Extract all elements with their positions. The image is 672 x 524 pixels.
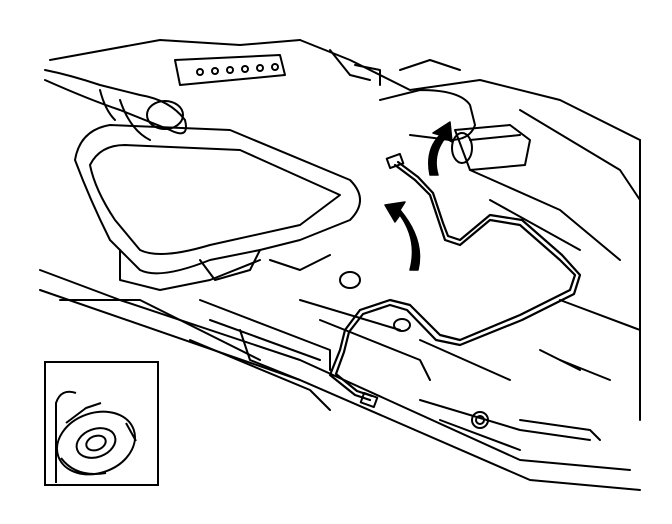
exhaust-pipe (44, 69, 187, 141)
arrow-up-left (384, 201, 421, 271)
fuel-tank-shield (74, 124, 361, 291)
routed-tube-line (328, 160, 582, 402)
bracket-with-holes (174, 54, 286, 86)
tape-roll-icon (55, 390, 137, 483)
rear-mounted-component (329, 49, 531, 171)
tape-inset (44, 361, 159, 486)
arrow-up-right (428, 121, 453, 176)
underbody-floor-panel (39, 39, 641, 491)
connector-fitting (339, 152, 411, 409)
